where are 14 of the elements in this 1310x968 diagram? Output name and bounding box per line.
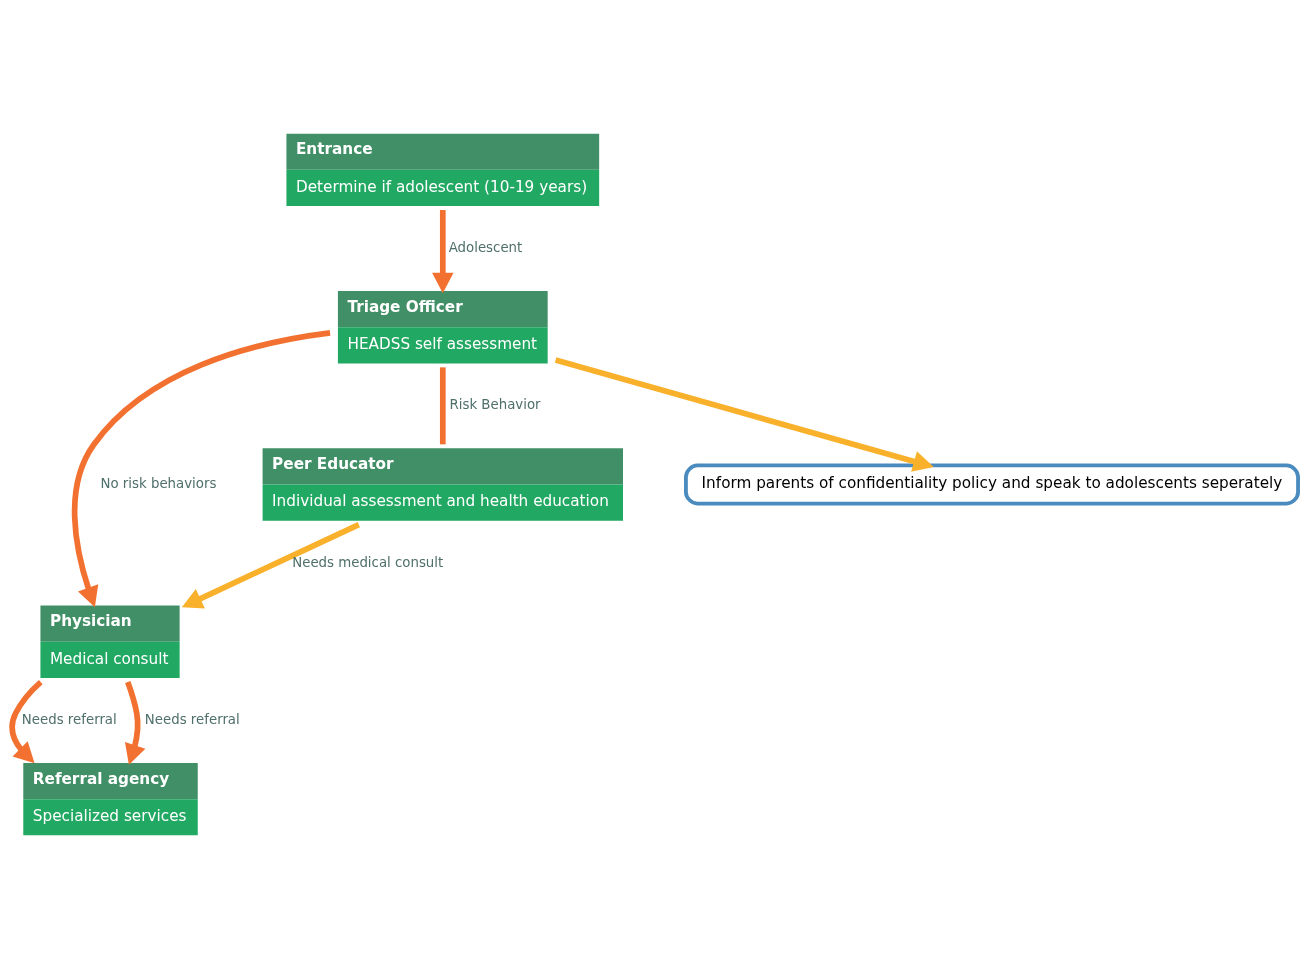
edge-label: Risk Behavior	[449, 396, 541, 412]
node-box: Inform parents of confidentiality policy and speak to adolescents seperately	[684, 463, 1300, 505]
edge-label: Adolescent	[448, 239, 523, 255]
edge-label: Needs referral	[144, 711, 240, 727]
arrow	[71, 329, 331, 607]
arrow	[554, 356, 934, 472]
connector	[439, 366, 446, 444]
edge-label: Needs medical consult	[292, 554, 444, 570]
arrow	[9, 679, 43, 763]
edge-label: No risk behaviors	[100, 475, 217, 491]
arrow	[124, 680, 146, 765]
arrow	[432, 209, 454, 293]
edge-label: Needs referral	[21, 711, 117, 727]
arrow	[181, 521, 361, 608]
